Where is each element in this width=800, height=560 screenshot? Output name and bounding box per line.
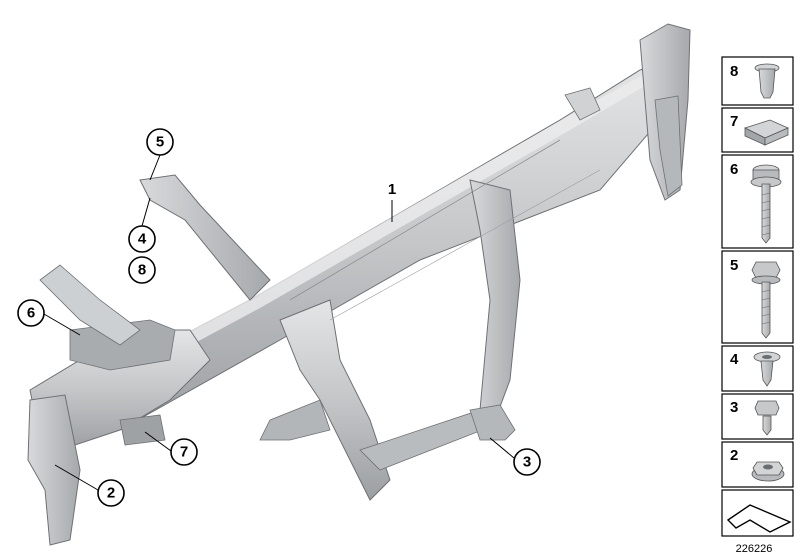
legend: 8 7 6 bbox=[721, 56, 794, 537]
legend-number-4: 4 bbox=[730, 351, 739, 368]
callout-8-label: 8 bbox=[138, 262, 146, 279]
legend-item-2: 2 bbox=[721, 441, 794, 488]
legend-number-5: 5 bbox=[730, 257, 738, 274]
callout-4: 4 bbox=[128, 197, 156, 253]
legend-item-6: 6 bbox=[721, 154, 794, 249]
callout-5-label: 5 bbox=[156, 134, 164, 151]
instrument-panel-support bbox=[27, 23, 691, 546]
legend-number-6: 6 bbox=[730, 161, 738, 178]
legend-item-4: 4 bbox=[721, 345, 794, 392]
collar-screw-icon bbox=[753, 351, 781, 387]
legend-number-8: 8 bbox=[730, 63, 738, 80]
short-hex-bolt-icon bbox=[754, 400, 780, 436]
callout-8: 8 bbox=[128, 256, 156, 284]
rivet-icon bbox=[754, 63, 780, 99]
legend-item-5: 5 bbox=[721, 250, 794, 344]
callout-3: 3 bbox=[489, 437, 541, 476]
callout-2: 2 bbox=[54, 464, 125, 507]
main-part-label: 1 bbox=[388, 181, 396, 198]
long-hex-bolt-icon bbox=[750, 164, 782, 244]
legend-item-8: 8 bbox=[721, 56, 794, 106]
legend-number-7: 7 bbox=[730, 113, 738, 130]
legend-symbol-box bbox=[721, 489, 794, 537]
callout-3-label: 3 bbox=[523, 454, 531, 471]
callout-4-label: 4 bbox=[138, 231, 147, 248]
callout-6: 6 bbox=[17, 299, 81, 336]
legend-item-7: 7 bbox=[721, 107, 794, 153]
clip-nut-icon bbox=[743, 119, 789, 146]
legend-number-2: 2 bbox=[730, 447, 738, 464]
callout-6-label: 6 bbox=[27, 305, 35, 322]
legend-number-3: 3 bbox=[730, 399, 738, 416]
flat-profile-icon bbox=[726, 504, 792, 533]
callout-7: 7 bbox=[144, 431, 198, 466]
hex-nut-icon bbox=[751, 461, 785, 482]
callout-2-label: 2 bbox=[107, 485, 115, 502]
callout-5: 5 bbox=[146, 128, 174, 181]
legend-item-3: 3 bbox=[721, 393, 794, 440]
hex-flange-bolt-icon bbox=[751, 261, 781, 339]
callout-7-label: 7 bbox=[180, 444, 188, 461]
reference-number: 226226 bbox=[736, 543, 773, 555]
